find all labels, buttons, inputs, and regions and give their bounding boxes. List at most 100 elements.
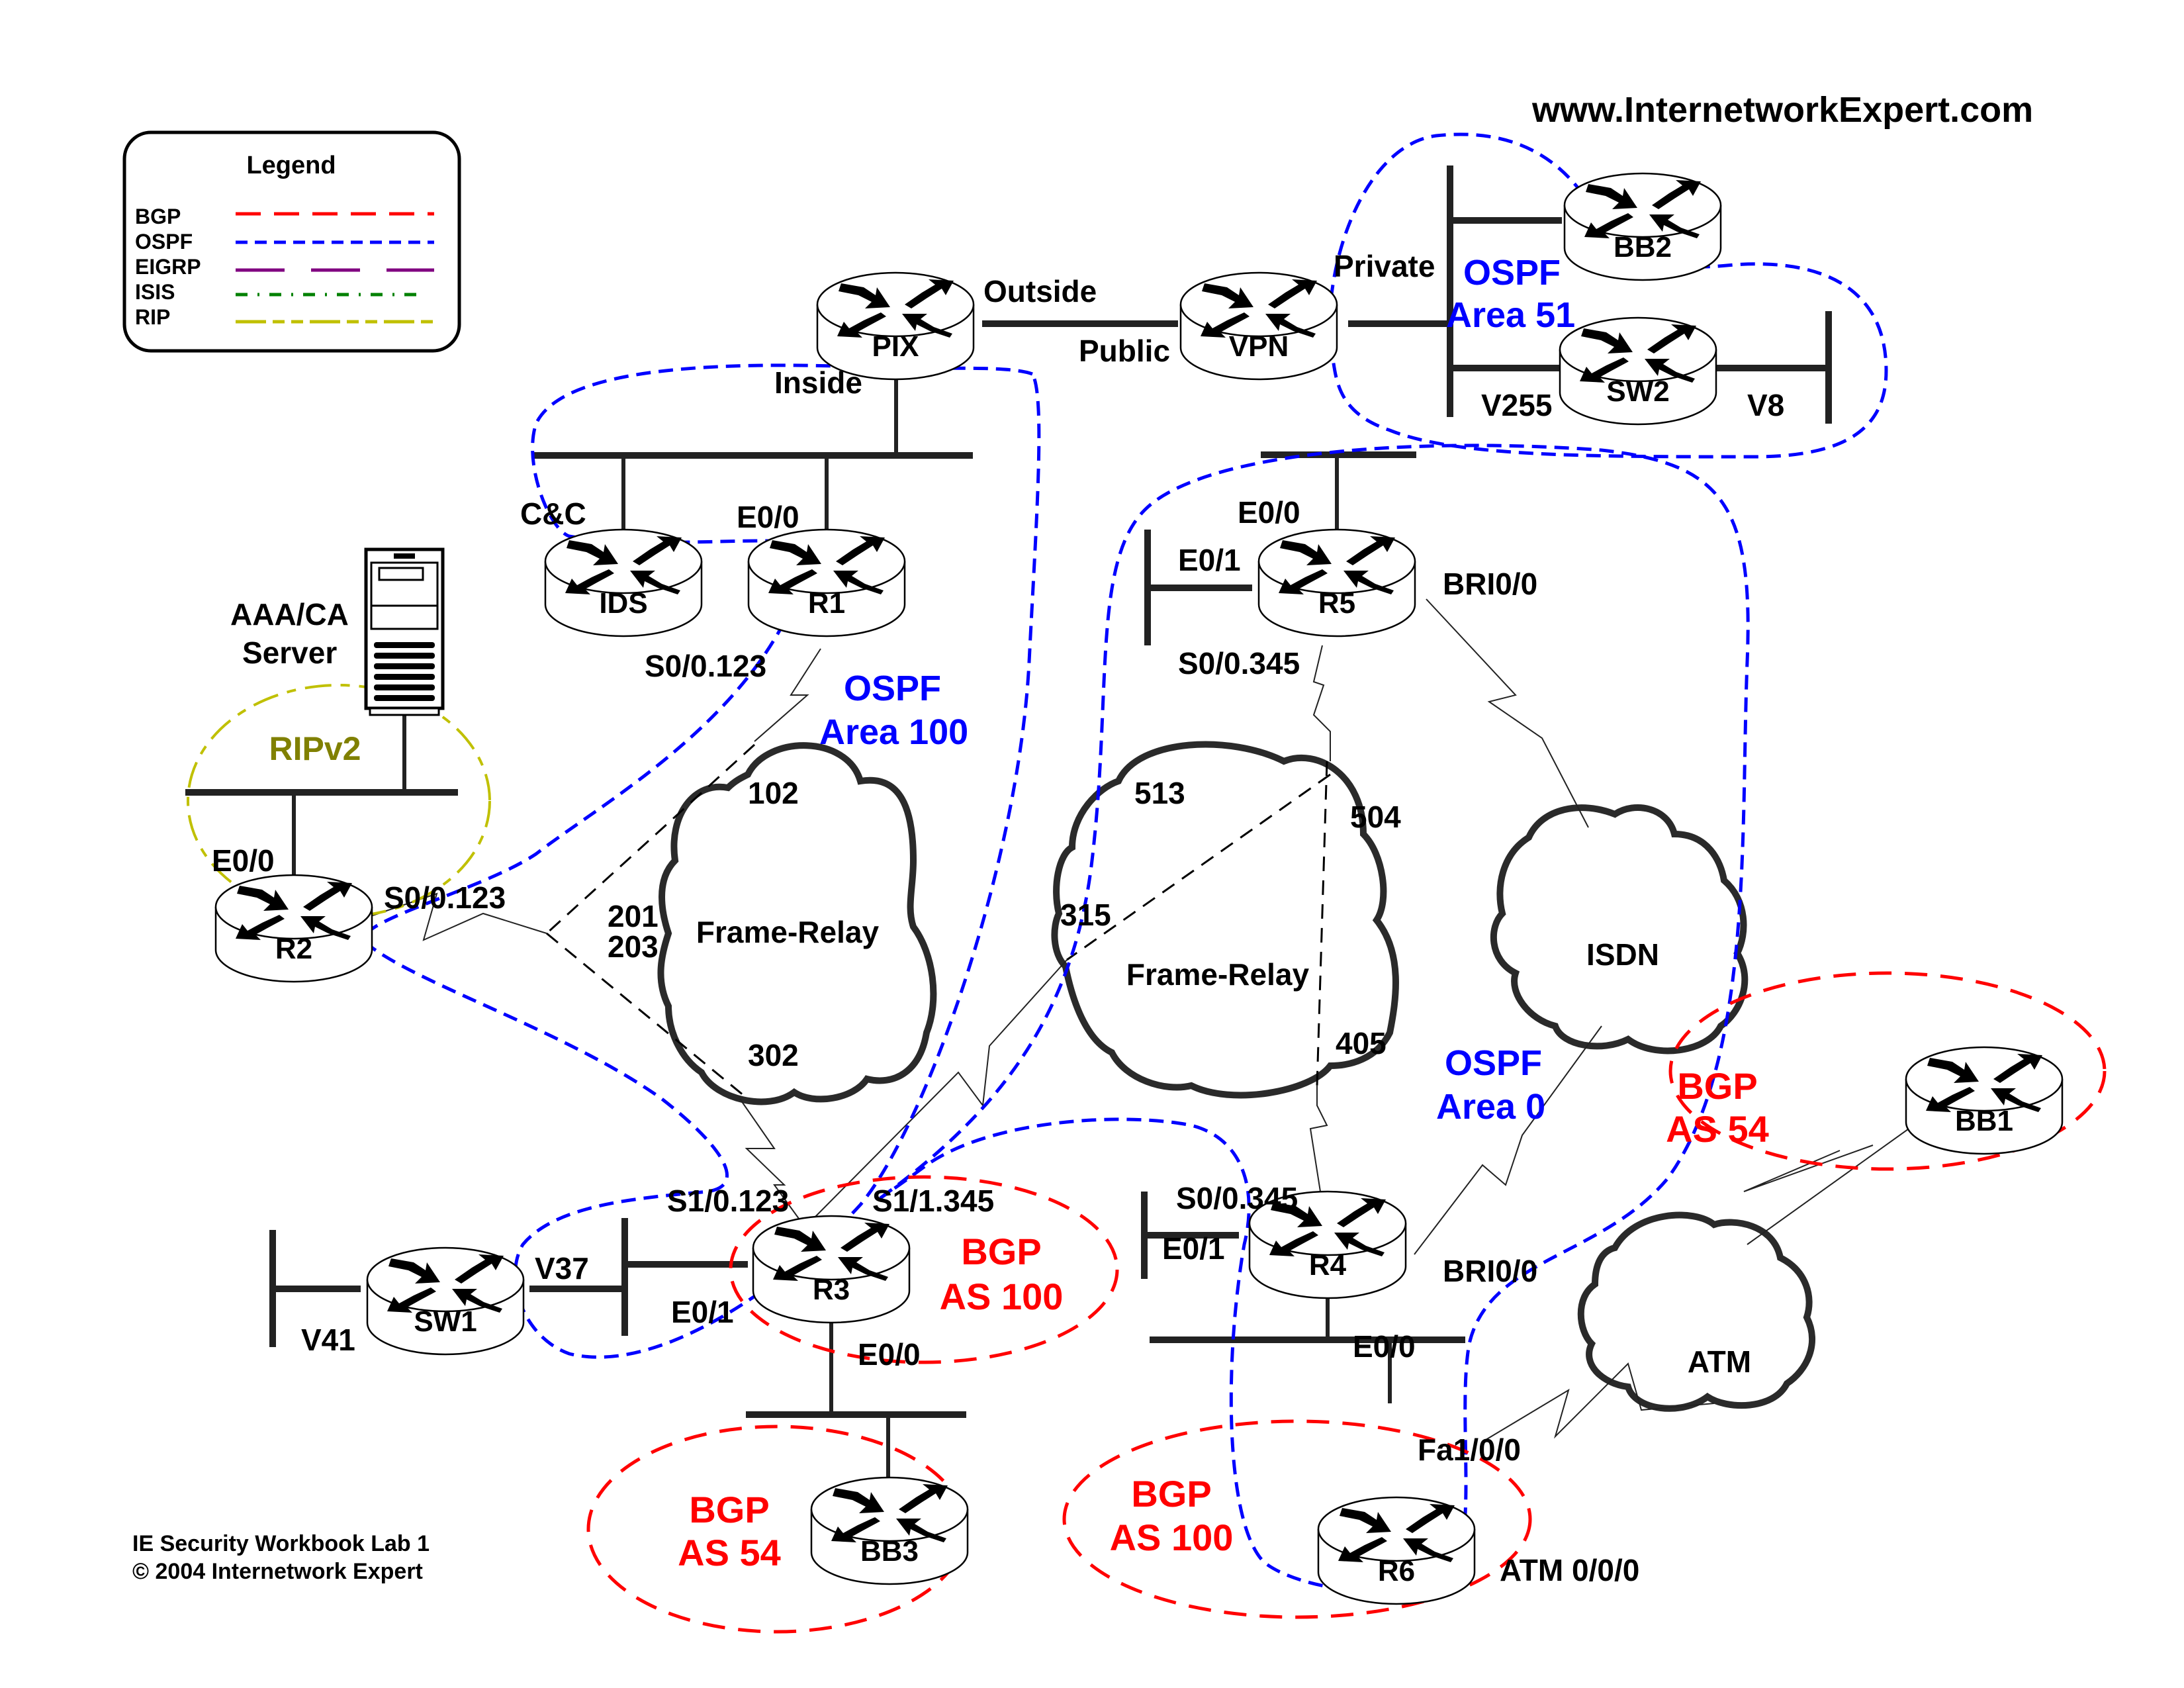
iface-pix-inside: Inside bbox=[774, 365, 862, 400]
cloud-isdn: ISDN bbox=[1490, 804, 1749, 1055]
device-r3-name: R3 bbox=[813, 1274, 850, 1306]
serial-r5-isdn bbox=[1426, 598, 1589, 828]
zone-rip-label: RIPv2 bbox=[269, 730, 361, 767]
serial-r4-fr bbox=[1309, 1086, 1328, 1192]
iface-ids-cc: C&C bbox=[520, 496, 586, 531]
device-vpn-name: VPN bbox=[1229, 330, 1289, 363]
iface-r3-s10: S1/0.123 bbox=[667, 1184, 789, 1218]
iface-r5-e00: E0/0 bbox=[1238, 495, 1300, 530]
zone-bgp-r6 bbox=[1062, 1419, 1532, 1619]
zone-bgp-bb1-line1: BGP bbox=[1677, 1065, 1757, 1107]
dlci-504: 504 bbox=[1350, 800, 1401, 834]
zone-ospf-area100-line2: Area 100 bbox=[819, 712, 968, 752]
device-bb1[interactable]: BB1 bbox=[1905, 1046, 2064, 1155]
device-sw2[interactable]: SW2 bbox=[1559, 316, 1717, 426]
device-bb3-name: BB3 bbox=[860, 1535, 919, 1568]
zone-bgp-r6-line1: BGP bbox=[1131, 1473, 1211, 1515]
device-bb2-name: BB2 bbox=[1614, 231, 1672, 263]
serial-r6-atm bbox=[1482, 1362, 1715, 1442]
zone-ospf-area0-line1: OSPF bbox=[1445, 1043, 1542, 1083]
device-r1-name: R1 bbox=[808, 587, 845, 620]
dlci-201: 201 bbox=[608, 899, 659, 933]
device-sw1[interactable]: SW1 bbox=[366, 1246, 525, 1356]
device-aaa-name-line2: Server bbox=[242, 635, 337, 670]
zone-ospf-area51-line1: OSPF bbox=[1463, 253, 1561, 293]
router-icon bbox=[810, 1476, 969, 1585]
legend-label-isis: ISIS bbox=[135, 280, 175, 304]
legend-label-eigrp: EIGRP bbox=[135, 255, 201, 279]
iface-r6-fa: Fa1/0/0 bbox=[1418, 1432, 1521, 1467]
iface-r6-atm: ATM 0/0/0 bbox=[1500, 1553, 1639, 1587]
iface-r2-s0: S0/0.123 bbox=[384, 880, 506, 915]
iface-vpn-public: Public bbox=[1079, 334, 1170, 368]
device-pix[interactable]: PIX bbox=[816, 271, 975, 381]
iface-sw2-v255: V255 bbox=[1481, 388, 1552, 422]
iface-r3-e01: E0/1 bbox=[671, 1295, 734, 1329]
zone-ospf-area100-line1: OSPF bbox=[844, 669, 941, 708]
device-r5-name: R5 bbox=[1318, 587, 1355, 620]
zone-bgp-r3-line1: BGP bbox=[961, 1231, 1041, 1272]
device-sw1-name: SW1 bbox=[414, 1305, 477, 1338]
device-r4-name: R4 bbox=[1309, 1249, 1347, 1282]
cloud-frame-relay-left: Frame-Relay bbox=[657, 742, 937, 1105]
zone-ospf-area51 bbox=[1328, 132, 1888, 459]
device-bb3[interactable]: BB3 bbox=[810, 1476, 969, 1585]
iface-r3-s11: S1/1.345 bbox=[872, 1184, 994, 1218]
serial-r4-isdn bbox=[1414, 1025, 1602, 1255]
zone-bgp-bb1 bbox=[1668, 971, 2107, 1171]
device-r2[interactable]: R2 bbox=[214, 874, 373, 983]
cloud-atm-label: ATM bbox=[1688, 1344, 1751, 1379]
router-icon bbox=[1559, 316, 1717, 426]
legend-label-ospf: OSPF bbox=[135, 230, 193, 254]
server-icon bbox=[366, 549, 443, 715]
iface-r1-s0: S0/0.123 bbox=[645, 649, 766, 683]
zone-ospf-area100 bbox=[362, 363, 1041, 1359]
serial-r5-fr bbox=[1312, 645, 1331, 761]
device-ids-name: IDS bbox=[599, 587, 647, 620]
pvc-lines bbox=[545, 743, 1331, 1100]
device-r4[interactable]: R4 bbox=[1248, 1190, 1407, 1299]
legend: Legend BGP OSPF EIGRP ISIS RIP bbox=[122, 130, 461, 353]
router-icon bbox=[1563, 172, 1722, 281]
zone-rip bbox=[187, 684, 491, 918]
cloud-atm: ATM bbox=[1577, 1211, 1815, 1412]
iface-r5-e01: E0/1 bbox=[1178, 543, 1241, 577]
device-bb2[interactable]: BB2 bbox=[1563, 172, 1722, 281]
serial-bb1-atm-zig bbox=[1743, 1145, 1874, 1192]
dlci-405: 405 bbox=[1336, 1026, 1387, 1060]
device-aaa-name-line1: AAA/CA bbox=[230, 597, 349, 632]
device-r1[interactable]: R1 bbox=[747, 528, 906, 637]
iface-r4-e00: E0/0 bbox=[1353, 1329, 1416, 1364]
router-icon bbox=[747, 528, 906, 637]
dlci-203: 203 bbox=[608, 929, 659, 964]
legend-title: Legend bbox=[246, 152, 336, 179]
zone-bgp-bb3-line2: AS 54 bbox=[678, 1532, 781, 1573]
iface-r5-bri: BRI0/0 bbox=[1443, 567, 1537, 601]
zone-bgp-r6-line2: AS 100 bbox=[1110, 1517, 1234, 1558]
cloud-frame-relay-left-label: Frame-Relay bbox=[696, 915, 880, 949]
legend-label-rip: RIP bbox=[135, 305, 170, 329]
zone-ospf-area51-line2: Area 51 bbox=[1446, 295, 1575, 335]
footer-title: IE Security Workbook Lab 1 bbox=[132, 1531, 430, 1556]
iface-r3-e00: E0/0 bbox=[858, 1337, 921, 1372]
iface-r4-s0: S0/0.345 bbox=[1176, 1181, 1298, 1215]
router-icon bbox=[1257, 528, 1416, 637]
router-icon bbox=[816, 271, 975, 381]
device-r6[interactable]: R6 bbox=[1317, 1496, 1476, 1605]
iface-sw1-v41: V41 bbox=[301, 1323, 355, 1357]
device-ids[interactable]: IDS bbox=[544, 528, 703, 637]
iface-r1-e00: E0/0 bbox=[737, 500, 799, 534]
header-url: www.InternetworkExpert.com bbox=[1531, 90, 2033, 130]
zone-ospf-area0 bbox=[879, 444, 1750, 1593]
device-r3[interactable]: R3 bbox=[752, 1215, 911, 1324]
legend-label-bgp: BGP bbox=[135, 205, 181, 228]
device-vpn[interactable]: VPN bbox=[1179, 271, 1338, 381]
iface-pix-outside: Outside bbox=[983, 274, 1097, 308]
dlci-513: 513 bbox=[1134, 776, 1185, 810]
cloud-isdn-label: ISDN bbox=[1586, 937, 1659, 972]
router-icon bbox=[214, 874, 373, 983]
device-r5[interactable]: R5 bbox=[1257, 528, 1416, 637]
zone-ospf-area0-line2: Area 0 bbox=[1436, 1087, 1545, 1127]
device-aaa-server[interactable] bbox=[366, 549, 443, 715]
